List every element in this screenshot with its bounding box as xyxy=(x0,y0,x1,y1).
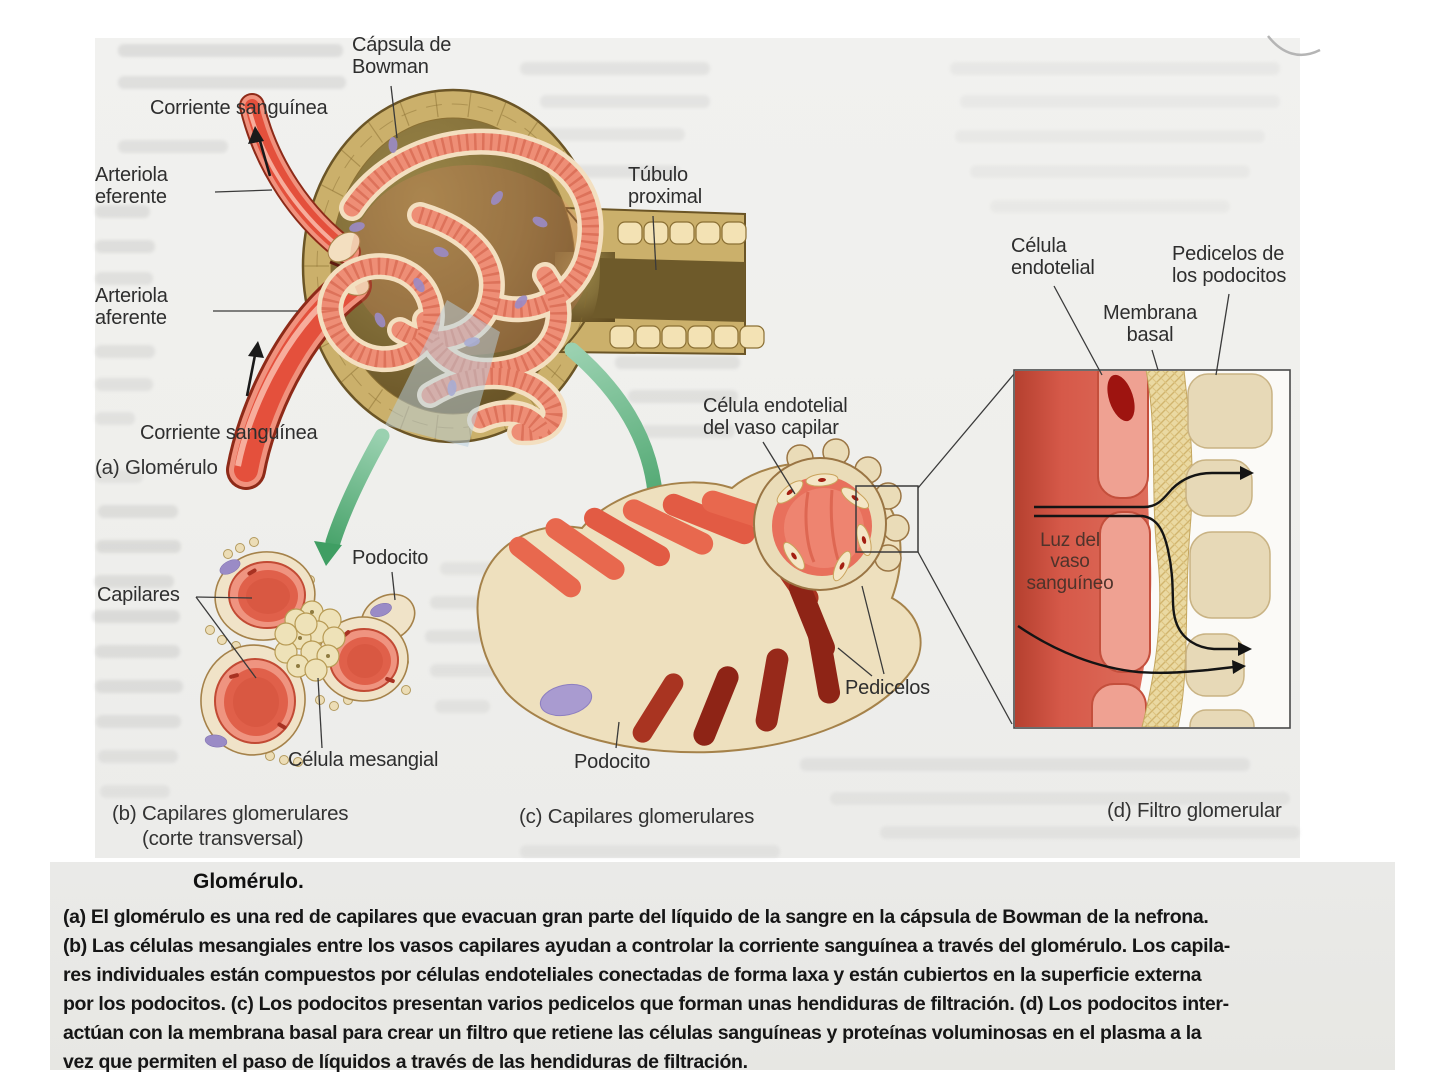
bleed-text-line xyxy=(435,700,490,713)
label-celula-endotelial-c: Célula endotelial del vaso capilar xyxy=(703,395,848,440)
label-capilares: Capilares xyxy=(97,584,180,606)
podocyte-nucleus xyxy=(539,683,593,717)
bleed-text-line xyxy=(96,540,181,553)
bleed-text-line xyxy=(94,575,174,588)
caption-line: por los podocitos. (c) Los podocitos pre… xyxy=(63,993,1229,1015)
bleed-text-line xyxy=(100,785,170,798)
zoom-arrow-left xyxy=(314,428,390,566)
label-celula-endotelial-d: Célula endotelial xyxy=(1011,235,1095,280)
bleed-text-line xyxy=(520,62,710,75)
bleed-text-line xyxy=(95,645,180,658)
bleed-text-line xyxy=(95,240,155,253)
label-podocito-c: Podocito xyxy=(574,751,651,773)
label-corriente-sanguinea-superior: Corriente sanguínea xyxy=(150,97,328,119)
scan-mark xyxy=(1267,35,1321,57)
bleed-text-line xyxy=(540,95,710,108)
endothelial-nucleus xyxy=(1107,374,1135,422)
caption-panel-background xyxy=(50,862,1395,1070)
capillary-open-end xyxy=(753,438,910,591)
caption-line: (b) Las células mesangiales entre los va… xyxy=(63,935,1230,957)
blood-flow-arrow-in xyxy=(245,341,264,397)
bleed-text-line xyxy=(960,95,1280,108)
bleed-text-line xyxy=(880,826,1300,839)
label-pedicelos-c: Pedicelos xyxy=(845,677,930,699)
bleed-text-line xyxy=(118,76,346,89)
bleed-text-line xyxy=(98,505,178,518)
label-arteriola-eferente: Arteriola eferente xyxy=(95,164,168,209)
caption-line: actúan con la membrana basal para crear … xyxy=(63,1022,1202,1044)
bleed-text-line xyxy=(95,272,153,285)
label-tubulo-proximal: Túbulo proximal xyxy=(628,164,702,209)
bleed-text-line xyxy=(430,664,500,677)
bleed-text-line xyxy=(95,412,135,425)
cut-plane xyxy=(385,300,500,447)
bleed-text-line xyxy=(520,845,780,858)
bleed-text-line xyxy=(95,205,150,218)
caption-title: Glomérulo. xyxy=(193,870,304,893)
bleed-text-line xyxy=(955,130,1265,143)
label-membrana-basal: Membrana basal xyxy=(1103,302,1197,347)
bleed-text-line xyxy=(830,792,1290,805)
panel-b-subtitle: (corte transversal) xyxy=(142,827,304,850)
glomerulus-illustration xyxy=(226,88,765,490)
bleed-text-line xyxy=(95,470,143,483)
glomerular-capillary-podocyte xyxy=(476,373,1015,754)
bleed-text-line xyxy=(95,680,183,693)
bleed-text-line xyxy=(96,715,181,728)
panel-d-title: (d) Filtro glomerular xyxy=(1107,799,1282,822)
bleed-text-line xyxy=(628,390,738,403)
glomerular-filter-detail xyxy=(1013,369,1291,729)
detail-callout-box xyxy=(855,485,919,553)
label-podocito-b: Podocito xyxy=(352,547,429,569)
efferent-arteriole xyxy=(239,93,361,265)
filtration-flow-arrows xyxy=(1017,466,1254,675)
endothelial-cell xyxy=(1097,371,1149,499)
capillary-cell-2 xyxy=(200,644,306,756)
blood-flow-arrow-up xyxy=(248,126,272,177)
label-leader-lines xyxy=(195,85,1230,749)
panel-a-title: (a) Glomérulo xyxy=(95,456,218,479)
glomerular-capillaries-cross-section xyxy=(200,537,416,767)
panel-c-title: (c) Capilares glomerulares xyxy=(519,805,755,828)
bleed-text-line xyxy=(118,140,228,153)
bleed-text-line xyxy=(990,200,1230,213)
label-luz-vaso-sanguineo: Luz del vaso sanguíneo xyxy=(1026,530,1114,594)
bleed-text-line xyxy=(525,128,685,141)
bleed-text-line xyxy=(560,165,680,178)
label-corriente-sanguinea-inferior: Corriente sanguínea xyxy=(140,422,318,444)
bleed-text-line xyxy=(118,44,343,57)
label-capsula-bowman: Cápsula de Bowman xyxy=(352,34,452,79)
panel-b-title: (b) Capilares glomerulares xyxy=(112,802,349,825)
bleed-text-line xyxy=(615,356,740,369)
bleed-text-line xyxy=(970,165,1250,178)
label-pedicelos-podocitos: Pedicelos de los podocitos xyxy=(1172,243,1287,288)
bleed-text-line xyxy=(640,425,735,438)
bleed-text-line xyxy=(92,610,180,623)
caption-line: (a) El glomérulo es una red de capilares… xyxy=(63,906,1209,928)
bleed-text-line xyxy=(950,62,1280,75)
bleed-text-line xyxy=(95,378,153,391)
bleed-text-line xyxy=(98,750,178,763)
label-arteriola-aferente: Arteriola aferente xyxy=(95,285,168,330)
bleed-text-line xyxy=(800,758,1250,771)
pedicel-ridges xyxy=(508,490,841,746)
bleed-text-line xyxy=(95,345,155,358)
label-celula-mesangial: Célula mesangial xyxy=(288,749,439,771)
mesangial-cells xyxy=(274,600,346,682)
capillary-cell-1 xyxy=(214,551,316,641)
caption-line: res individuales están compuestos por cé… xyxy=(63,964,1202,986)
caption-line: vez que permiten el paso de líquidos a t… xyxy=(63,1051,748,1073)
